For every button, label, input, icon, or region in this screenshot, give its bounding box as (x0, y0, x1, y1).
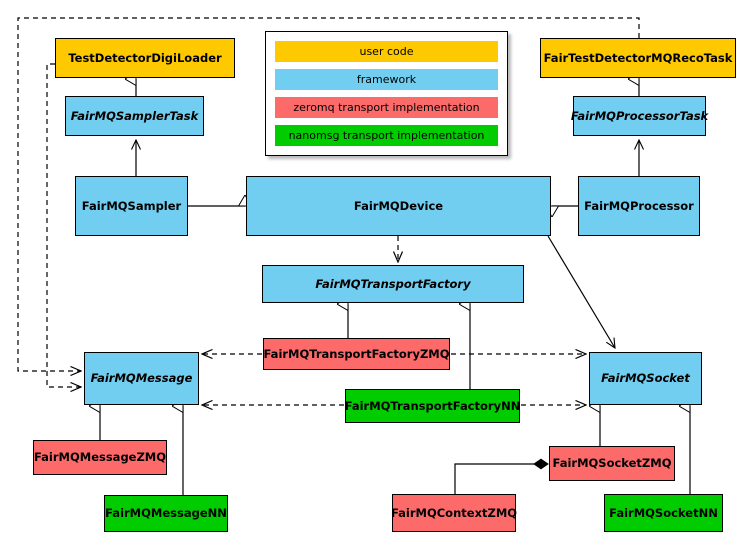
class-node-FairMQTransportFactoryZMQ[interactable]: FairMQTransportFactoryZMQ (263, 338, 450, 370)
class-node-FairMQProcessorTask[interactable]: FairMQProcessorTask (571, 96, 708, 136)
class-node-FairMQTransportFactory[interactable]: FairMQTransportFactory (262, 265, 524, 303)
legend-item-zeromq: zeromq transport implementation (275, 97, 498, 118)
class-node-FairMQSocketNN[interactable]: FairMQSocketNN (604, 494, 723, 532)
class-node-FairMQProcessor[interactable]: FairMQProcessor (578, 176, 700, 236)
class-node-FairMQMessageNN[interactable]: FairMQMessageNN (104, 495, 228, 532)
legend-item-framework: framework (275, 69, 498, 90)
class-node-FairMQMessage[interactable]: FairMQMessage (84, 352, 199, 405)
class-node-TestDetectorDigiLoader[interactable]: TestDetectorDigiLoader (55, 38, 235, 78)
class-node-FairMQContextZMQ[interactable]: FairMQContextZMQ (391, 494, 517, 532)
legend-item-nanomsg: nanomsg transport implementation (275, 125, 498, 146)
edge-socketzmq-to-contextzmq (454, 458, 549, 494)
class-node-FairMQMessageZMQ[interactable]: FairMQMessageZMQ (33, 440, 167, 475)
class-node-FairTestDetectorMQRecoTask[interactable]: FairTestDetectorMQRecoTask (540, 38, 736, 78)
class-node-FairMQSocketZMQ[interactable]: FairMQSocketZMQ (549, 446, 675, 481)
class-node-FairMQSampler[interactable]: FairMQSampler (75, 176, 188, 236)
class-node-FairMQSocket[interactable]: FairMQSocket (589, 352, 702, 405)
class-node-FairMQSamplerTask[interactable]: FairMQSamplerTask (65, 96, 204, 136)
legend-panel: user code framework zeromq transport imple… (265, 31, 508, 156)
class-node-FairMQDevice[interactable]: FairMQDevice (246, 176, 551, 236)
edge-device-to-socket (547, 235, 615, 348)
class-node-FairMQTransportFactoryNN[interactable]: FairMQTransportFactoryNN (345, 389, 520, 423)
legend-item-user: user code (275, 41, 498, 62)
